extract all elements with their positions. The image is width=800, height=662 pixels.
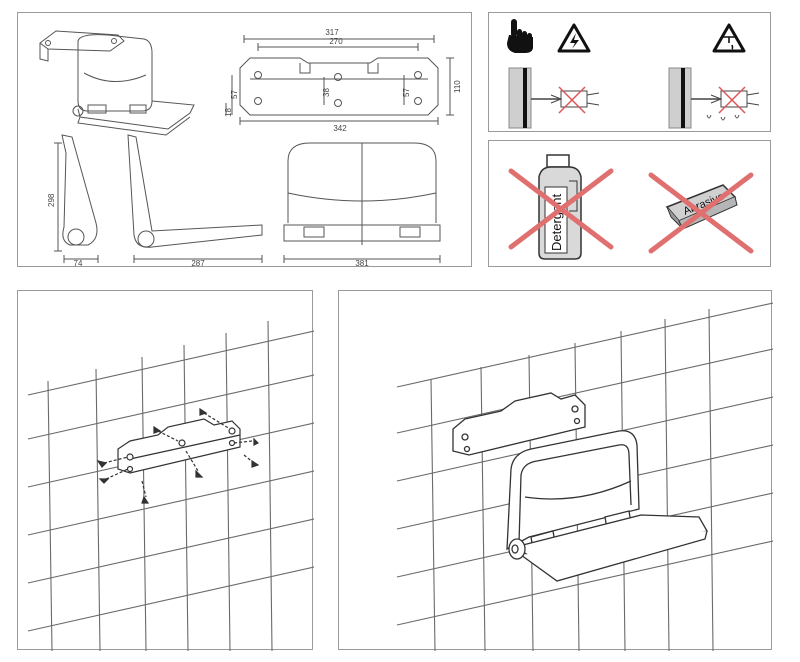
mounting-step-drawing [27, 320, 314, 651]
dim-left-height: 57 [230, 90, 239, 99]
cleaning-warning-panel: Detergent Abrasive [488, 140, 771, 267]
detergent-cross-icon [508, 168, 614, 250]
dim-overall-height: 110 [453, 80, 462, 93]
installed-seat-drawing [396, 302, 773, 651]
wall-pipe-diagram [668, 67, 760, 129]
seat-isometric-drawing [39, 30, 195, 136]
dim-center-height: 38 [322, 88, 331, 97]
warning-illustration [507, 19, 760, 129]
dim-inner-width: 270 [329, 37, 343, 46]
electric-hazard-icon [557, 23, 591, 53]
mounting-step-panel [17, 290, 314, 651]
side-view-folded-drawing [54, 134, 99, 263]
warning-panel [488, 12, 771, 132]
wall-tile-grid [27, 320, 314, 651]
installed-seat-panel [338, 290, 773, 651]
front-view-drawing [283, 142, 441, 263]
mounted-shower-seat [452, 392, 708, 582]
bracket-with-screws [96, 407, 260, 504]
dim-side-height: 298 [47, 193, 56, 207]
hand-pointer-icon [507, 19, 533, 53]
side-view-open-drawing [127, 134, 263, 263]
dim-bottom-width: 342 [333, 124, 347, 133]
dim-right-height: 57 [402, 88, 411, 97]
dim-seat-depth: 287 [191, 259, 205, 268]
wall-cable-diagram [508, 67, 600, 129]
dim-side-depth: 74 [74, 259, 83, 268]
bracket-front-drawing [225, 35, 454, 125]
dim-left-offset: 18 [224, 108, 233, 117]
technical-drawing: 317 270 342 57 38 57 110 18 298 74 287 3… [39, 28, 462, 268]
cleaning-warning-illustration: Detergent Abrasive [508, 154, 754, 260]
water-hazard-icon [712, 23, 746, 53]
dim-top-width: 317 [325, 28, 339, 37]
dim-front-width: 381 [355, 259, 369, 268]
abrasive-cross-icon [648, 172, 754, 254]
technical-drawing-panel: 317 270 342 57 38 57 110 18 298 74 287 3… [17, 12, 472, 268]
